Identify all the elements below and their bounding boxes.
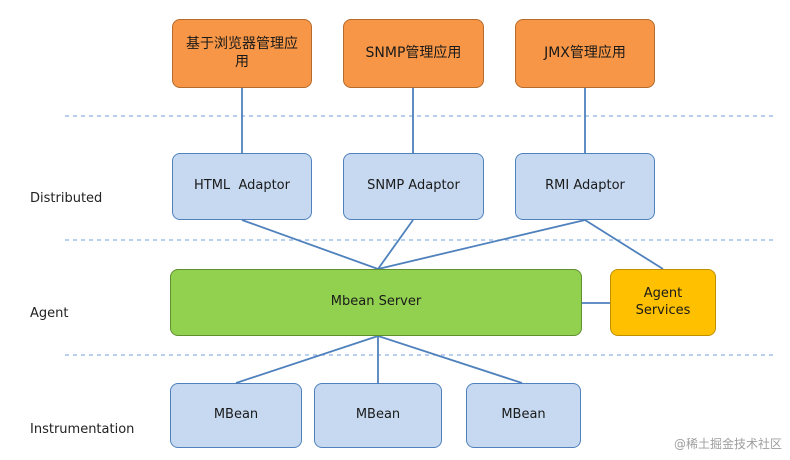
jmx-management-app-label: JMX管理应用 xyxy=(544,44,626,61)
layer-label-agent: Agent xyxy=(30,306,69,321)
mbean-2: MBean xyxy=(314,383,442,448)
link-html-server xyxy=(241,219,379,270)
snmp-management-app: SNMP管理应用 xyxy=(343,19,484,88)
snmp-adaptor: SNMP Adaptor xyxy=(343,153,484,220)
mbean-3-label: MBean xyxy=(501,407,546,423)
link-rmi-services xyxy=(584,219,664,270)
link-server-mbean-1 xyxy=(235,335,379,384)
link-server-mbean-3 xyxy=(377,335,523,384)
mbean-server-label: Mbean Server xyxy=(330,294,422,310)
snmp-adaptor-label: SNMP Adaptor xyxy=(367,178,460,194)
layer-label-instrumentation: Instrumentation xyxy=(30,422,135,437)
rmi-adaptor: RMI Adaptor xyxy=(515,153,655,220)
snmp-management-app-label: SNMP管理应用 xyxy=(365,44,462,61)
html-adaptor: HTML Adaptor xyxy=(172,153,312,220)
mbean-1-label: MBean xyxy=(213,407,259,423)
agent-services-label: Agent Services xyxy=(635,286,691,318)
link-rmi-server xyxy=(377,219,586,270)
mbean-3: MBean xyxy=(466,383,581,448)
mbean-server: Mbean Server xyxy=(170,269,582,336)
rmi-adaptor-label: RMI Adaptor xyxy=(545,178,625,194)
link-snmp-server xyxy=(377,219,414,270)
agent-services: Agent Services xyxy=(610,269,716,336)
layer-label-distributed: Distributed xyxy=(30,191,103,206)
mbean-2-label: MBean xyxy=(355,407,401,423)
watermark: @稀土掘金技术社区 xyxy=(673,437,782,451)
mbean-1: MBean xyxy=(170,383,302,448)
html-adaptor-label: HTML Adaptor xyxy=(194,178,290,194)
jmx-management-app: JMX管理应用 xyxy=(515,19,655,88)
browser-management-app-label: 基于浏览器管理应用 xyxy=(186,36,298,70)
browser-management-app: 基于浏览器管理应用 xyxy=(172,19,312,88)
